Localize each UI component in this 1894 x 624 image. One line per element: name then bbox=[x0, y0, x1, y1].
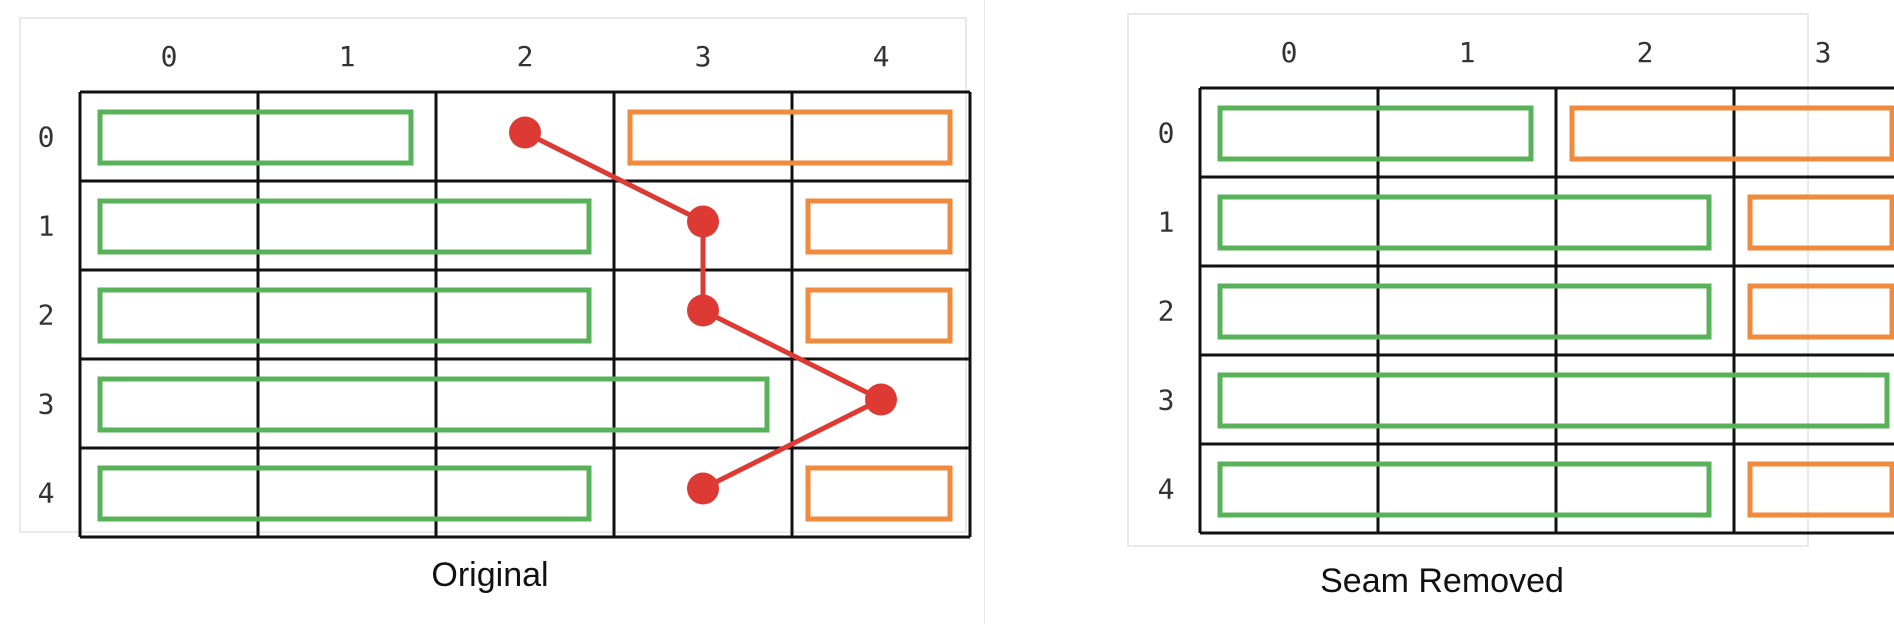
original-caption: Original bbox=[431, 556, 549, 594]
orange-box bbox=[1747, 283, 1894, 340]
green-box bbox=[97, 109, 414, 166]
row-label: 2 bbox=[38, 299, 55, 332]
seam-point bbox=[865, 383, 897, 416]
green-box bbox=[97, 376, 770, 433]
row-label: 2 bbox=[1158, 295, 1175, 328]
seam-removed-panel: 0 1 2 3 0 1 2 3 4 Seam Removed bbox=[990, 0, 1894, 624]
seam-point bbox=[687, 205, 719, 238]
seam-point bbox=[687, 294, 719, 327]
orange-box bbox=[805, 287, 953, 344]
row-label: 0 bbox=[1158, 117, 1175, 150]
row-label: 3 bbox=[38, 388, 55, 421]
row-label: 4 bbox=[1158, 473, 1175, 506]
green-box bbox=[97, 198, 592, 255]
column-label: 0 bbox=[1281, 36, 1298, 69]
figure-frame bbox=[19, 17, 967, 533]
column-label: 3 bbox=[695, 40, 712, 73]
row-label: 1 bbox=[1158, 206, 1175, 239]
seam-point bbox=[509, 116, 541, 149]
orange-box bbox=[805, 465, 953, 522]
green-box bbox=[1217, 283, 1712, 340]
row-label: 3 bbox=[1158, 384, 1175, 417]
green-box bbox=[97, 465, 592, 522]
orange-box bbox=[1747, 194, 1894, 251]
column-label: 1 bbox=[1459, 36, 1476, 69]
seam-removed-grid-diagram: 0 1 2 3 0 1 2 3 4 bbox=[1127, 13, 1894, 547]
original-panel: 0 1 2 3 4 0 1 2 3 4 Original bbox=[19, 17, 972, 594]
green-box bbox=[97, 287, 592, 344]
column-label: 0 bbox=[161, 40, 178, 73]
column-label: 3 bbox=[1815, 36, 1832, 69]
row-label: 1 bbox=[38, 210, 55, 243]
green-box bbox=[1217, 194, 1712, 251]
column-label: 2 bbox=[517, 40, 534, 73]
original-grid-diagram: 0 1 2 3 4 0 1 2 3 4 bbox=[19, 17, 972, 539]
orange-box bbox=[1747, 461, 1894, 518]
column-label: 4 bbox=[873, 40, 890, 73]
green-box bbox=[1217, 372, 1890, 429]
orange-box bbox=[805, 198, 953, 255]
panel-divider bbox=[984, 0, 985, 624]
green-box bbox=[1217, 105, 1534, 162]
orange-box bbox=[627, 109, 953, 166]
seam-point bbox=[687, 472, 719, 505]
column-label: 1 bbox=[339, 40, 356, 73]
seam-removed-caption: Seam Removed bbox=[1320, 562, 1564, 600]
column-label: 2 bbox=[1637, 36, 1654, 69]
figure-frame bbox=[1127, 13, 1809, 547]
green-box bbox=[1217, 461, 1712, 518]
row-label: 4 bbox=[38, 477, 55, 510]
row-label: 0 bbox=[38, 121, 55, 154]
orange-box bbox=[1569, 105, 1894, 162]
